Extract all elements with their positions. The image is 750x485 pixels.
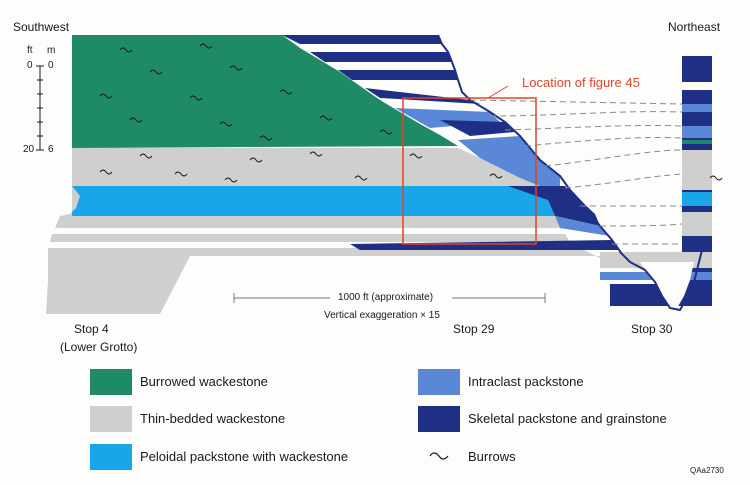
right-column-green-bed bbox=[682, 140, 712, 144]
legend-swatch bbox=[90, 444, 132, 470]
right-column-grey-2 bbox=[682, 212, 712, 236]
legend-label: Burrows bbox=[468, 449, 516, 464]
skeletal-packstone-bed-1 bbox=[282, 35, 442, 44]
thin-bedded-wackestone-lower-1 bbox=[55, 216, 560, 228]
legend-swatch bbox=[90, 369, 132, 395]
legend-label: Peloidal packstone with wackestone bbox=[140, 449, 349, 464]
skeletal-packstone-bed-4 bbox=[365, 88, 480, 104]
peloidal-packstone-unit bbox=[72, 186, 555, 216]
stop-30-valley bbox=[640, 262, 694, 310]
stop-29-label: Stop 29 bbox=[453, 322, 495, 336]
scale-tick-m-6: 6 bbox=[48, 144, 54, 155]
figure-45-callout-box bbox=[402, 97, 537, 245]
legend-swatch bbox=[418, 406, 460, 432]
cross-section-diagram bbox=[36, 34, 723, 314]
right-column-white-1 bbox=[682, 82, 712, 90]
stop-4-sublabel: (Lower Grotto) bbox=[60, 340, 138, 354]
right-column-intraclast-1 bbox=[682, 104, 712, 112]
skeletal-packstone-bed-2 bbox=[310, 52, 452, 62]
scale-tick-ft-0: 0 bbox=[27, 60, 33, 71]
stop-4-label: Stop 4 bbox=[74, 322, 109, 336]
thin-bedded-wackestone-upper bbox=[72, 148, 540, 186]
skeletal-packstone-bed-6 bbox=[508, 186, 600, 226]
legend-label: Burrowed wackestone bbox=[140, 374, 268, 389]
legend-label: Thin-bedded wackestone bbox=[140, 411, 286, 426]
vertical-exaggeration-label: Vertical exaggeration × 15 bbox=[324, 310, 440, 321]
scale-tick-m-0: 0 bbox=[48, 60, 54, 71]
direction-southwest: Southwest bbox=[13, 20, 70, 34]
horizontal-scale-label: 1000 ft (approximate) bbox=[338, 292, 434, 303]
skeletal-packstone-bed-3 bbox=[338, 70, 458, 80]
burrowed-wackestone-unit bbox=[72, 35, 458, 148]
right-column-intraclast-2 bbox=[682, 126, 712, 138]
intraclast-packstone-bed-2 bbox=[458, 136, 560, 186]
figure-45-callout-label: Location of figure 45 bbox=[522, 75, 640, 90]
stop-30-valley-edge bbox=[619, 249, 703, 312]
right-column-grey-1 bbox=[682, 150, 712, 190]
stop-30-label: Stop 30 bbox=[631, 322, 673, 336]
thin-bedded-wackestone-lower-2 bbox=[50, 234, 570, 242]
legend-label: Skeletal packstone and grainstone bbox=[468, 411, 667, 426]
scale-unit-ft: ft bbox=[27, 45, 33, 56]
direction-northeast: Northeast bbox=[668, 20, 721, 34]
horizontal-scale-bar bbox=[233, 293, 546, 303]
callout-leader bbox=[487, 85, 509, 99]
scale-tick-ft-20: 20 bbox=[23, 144, 35, 155]
burrow-icon bbox=[429, 452, 449, 460]
slope-edge bbox=[437, 34, 661, 273]
thin-bedded-wackestone-base bbox=[46, 248, 675, 314]
legend-label: Intraclast packstone bbox=[468, 374, 584, 389]
intraclast-packstone-bed-3 bbox=[555, 216, 610, 236]
vertical-scale-bar bbox=[36, 65, 44, 151]
figure-id: QAa2730 bbox=[690, 466, 724, 475]
burrow-marks bbox=[99, 43, 723, 183]
scale-unit-m: m bbox=[47, 45, 56, 56]
skeletal-packstone-bed-7 bbox=[350, 240, 620, 250]
right-column-peloidal bbox=[682, 192, 712, 206]
legend-swatch bbox=[90, 406, 132, 432]
skeletal-packstone-bed-5 bbox=[440, 120, 515, 136]
correlation-lines bbox=[469, 99, 683, 245]
legend-swatch bbox=[418, 369, 460, 395]
left-cliff-edge bbox=[60, 148, 80, 216]
